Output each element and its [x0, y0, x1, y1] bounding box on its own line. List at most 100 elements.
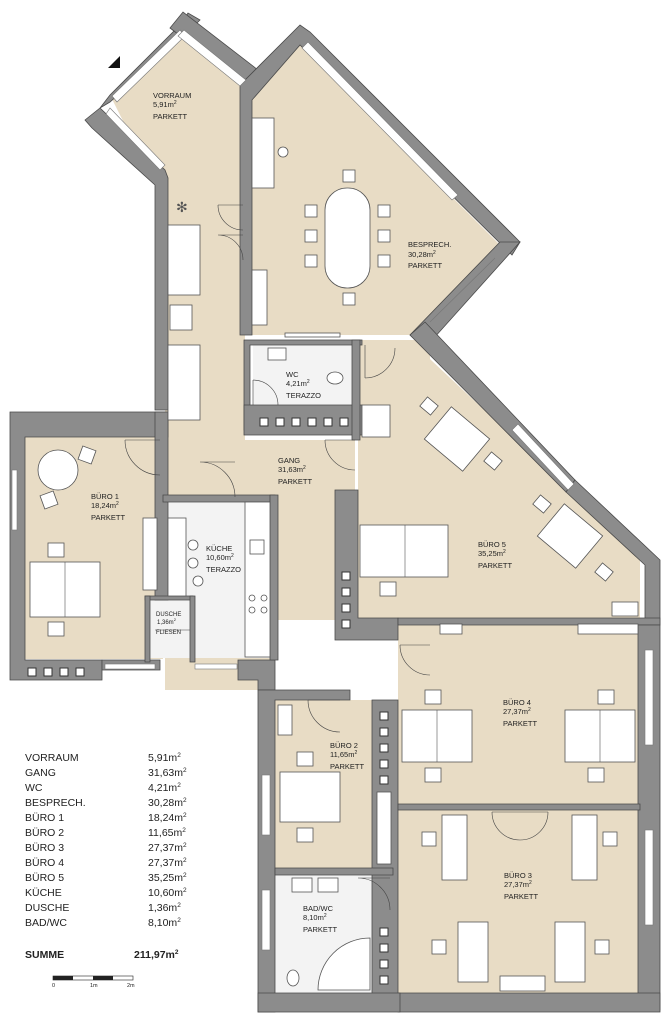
room-label-buero3: BÜRO 3 27,37m2 PARKETT	[504, 871, 538, 901]
chair	[77, 445, 97, 465]
legend-area: 11,65m2	[148, 827, 186, 839]
door-besprech	[217, 234, 244, 261]
legend-name: VORRAUM	[25, 752, 79, 764]
chair	[532, 494, 552, 514]
shower-icon	[317, 937, 371, 991]
chair	[379, 581, 397, 597]
legend-area: 18,24m2	[148, 812, 187, 824]
chair	[424, 767, 442, 783]
chair	[39, 490, 59, 510]
door-buero5-top	[364, 345, 396, 379]
wall-south-b3	[397, 992, 661, 1013]
cabinet	[611, 601, 639, 617]
legend-name: WC	[25, 782, 43, 794]
wall-b4-b3	[397, 803, 641, 811]
kitchen-unit	[244, 501, 271, 658]
floor-buero3	[398, 810, 638, 993]
stool	[192, 575, 204, 587]
room-label-vorraum: VORRAUM 5,91m2 PARKETT	[153, 91, 193, 121]
doors	[124, 204, 549, 911]
toilet-icon	[286, 969, 300, 987]
chair	[377, 254, 391, 268]
round-table	[37, 449, 79, 491]
stool	[187, 539, 199, 551]
stove-icon	[260, 606, 268, 614]
window-b2	[261, 774, 271, 836]
legend-area: 35,25m2	[148, 872, 187, 884]
legend-area: 30,28m2	[148, 797, 187, 809]
sink-icon	[249, 539, 265, 555]
shelf	[577, 623, 639, 635]
room-label-wc: WC 4,21m2 TERAZZO	[286, 370, 321, 400]
scale-bar: 0 1m 2m	[52, 975, 135, 989]
window-b3	[644, 829, 654, 926]
door-buero5	[324, 439, 356, 471]
window-bad	[261, 889, 271, 951]
pillar	[341, 603, 351, 613]
legend-area: 31,63m2	[148, 767, 187, 779]
chair	[377, 229, 391, 243]
scale-label: 0	[52, 983, 55, 989]
room-label-buero4: BÜRO 4 27,37m2 PARKETT	[503, 698, 537, 728]
window-b4	[644, 649, 654, 746]
pillar	[379, 711, 389, 721]
room-label-gang: GANG 31,63m2 PARKETT	[278, 456, 312, 486]
chair	[304, 204, 318, 218]
legend-area: 5,91m2	[148, 752, 181, 764]
stove-icon	[260, 594, 268, 602]
desk	[554, 921, 586, 983]
shelf	[376, 791, 392, 865]
chair	[597, 689, 615, 705]
desk	[441, 814, 468, 881]
door-kueche	[199, 461, 236, 498]
room-label-bad-wc: BAD/WC 8,10m2 PARKETT	[303, 904, 337, 934]
chair	[296, 827, 314, 843]
pillar	[275, 417, 285, 427]
chair	[421, 831, 437, 847]
sink-icon	[267, 347, 287, 361]
chair	[47, 621, 65, 637]
window-besprech	[301, 41, 459, 201]
area-legend: VORRAUM 5,91m2 GANG 31,63m2 WC 4,21m2 BE…	[25, 752, 187, 961]
shelf	[277, 704, 293, 736]
windows	[11, 29, 654, 951]
legend-name: BAD/WC	[25, 917, 67, 929]
pillar	[291, 417, 301, 427]
legend-name: BÜRO 3	[25, 842, 64, 854]
cabinet	[169, 304, 193, 331]
pillar	[323, 417, 333, 427]
stool	[187, 557, 199, 569]
plant-icon	[277, 146, 289, 158]
chair	[424, 689, 442, 705]
wall-b2-bad	[274, 867, 394, 876]
sink-icon	[291, 877, 313, 893]
legend-name: BÜRO 2	[25, 827, 64, 839]
cabinet	[361, 404, 391, 438]
floor-gang-top	[355, 340, 420, 345]
window-k-south	[194, 663, 238, 670]
chair	[342, 169, 356, 183]
floor-dusche	[150, 600, 190, 658]
room-label-kueche: KÜCHE 10,60m2 TERAZZO	[206, 544, 241, 574]
conference-table	[324, 187, 371, 289]
sideboard	[251, 269, 268, 326]
window-north	[177, 29, 247, 87]
chair	[419, 396, 439, 416]
chair	[377, 204, 391, 218]
shelf	[142, 517, 158, 591]
window-buero5	[511, 423, 575, 491]
floor-areas	[25, 28, 640, 993]
window-besprech-se	[429, 257, 496, 323]
window-west	[105, 107, 166, 171]
radiator	[284, 332, 341, 338]
wardrobe	[167, 224, 201, 296]
legend-name: BESPRECH.	[25, 797, 86, 809]
scale-label: 2m	[127, 983, 135, 989]
chair	[296, 751, 314, 767]
door-vorraum	[217, 204, 244, 231]
legend-sum-area: 211,97m2	[134, 949, 179, 961]
door-buero4	[399, 644, 431, 676]
wall-wc-east	[351, 339, 361, 441]
shelf	[499, 975, 546, 992]
room-label-dusche: DUSCHE 1,36m2 FLIESEN	[156, 609, 183, 636]
